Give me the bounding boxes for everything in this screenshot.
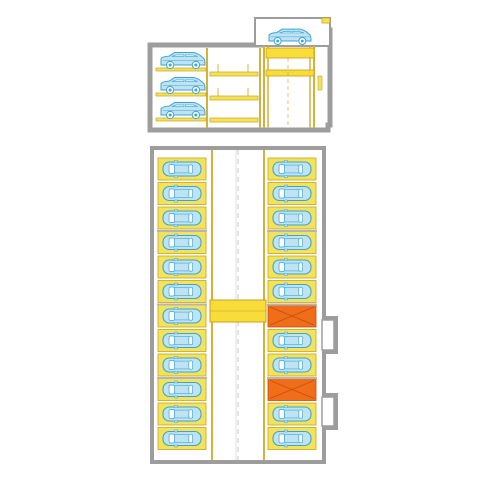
- car-side-view: [160, 101, 206, 120]
- car-top-view: [162, 356, 202, 374]
- parking-slot: [157, 427, 207, 450]
- rack-pallet: [155, 117, 207, 122]
- plan-wall: [150, 146, 338, 464]
- slot-divider: [157, 303, 207, 306]
- parking-slot: [157, 255, 207, 279]
- parking-slot: [267, 280, 317, 303]
- parking-slot: [267, 206, 317, 230]
- empty-shelf: [209, 117, 259, 123]
- car-top-view: [272, 209, 312, 227]
- parking-slot: [157, 182, 207, 205]
- left-slot-column: [157, 157, 207, 450]
- car-top-view: [272, 160, 312, 178]
- car-top-view: [272, 184, 312, 203]
- parking-slot: [157, 329, 207, 352]
- parking-slot: [267, 182, 317, 205]
- lift-door-marker: [317, 75, 323, 91]
- slot-divider: [267, 303, 317, 306]
- car-top-view: [162, 331, 202, 350]
- slot-divider: [157, 230, 207, 232]
- car-side-view: [268, 28, 312, 45]
- car-top-view: [272, 405, 312, 423]
- parking-slot: [157, 402, 207, 426]
- car-top-view: [272, 282, 312, 301]
- car-top-view: [162, 307, 202, 325]
- car-top-view: [162, 233, 202, 252]
- car-top-view: [162, 282, 202, 301]
- parking-slot: [267, 157, 317, 181]
- section-cars: [160, 51, 206, 120]
- empty-shelf: [209, 95, 259, 101]
- car-top-view: [162, 160, 202, 178]
- car-side-view: [160, 76, 206, 95]
- side-bay: [321, 319, 335, 351]
- parking-slot: [267, 402, 317, 426]
- parking-slot: [267, 427, 317, 450]
- parking-slot: [267, 353, 317, 377]
- blocked-slot: [267, 378, 317, 401]
- parking-slot: [157, 378, 207, 401]
- parking-slot: [267, 255, 317, 279]
- lift-top-car: [268, 28, 312, 45]
- parking-slot: [157, 304, 207, 328]
- car-top-view: [162, 184, 202, 203]
- car-top-view: [162, 209, 202, 227]
- section-shelves: [155, 64, 259, 123]
- car-top-view: [272, 233, 312, 252]
- slot-divider: [267, 377, 317, 379]
- car-top-view: [272, 356, 312, 374]
- lift-frame: [265, 47, 315, 59]
- car-side-view: [160, 51, 206, 70]
- car-top-view: [272, 429, 312, 448]
- car-top-view: [162, 380, 202, 399]
- lift-platform: [265, 69, 315, 77]
- parking-slot: [157, 280, 207, 303]
- section-view: [147, 17, 333, 133]
- parking-slot: [157, 206, 207, 230]
- side-bay: [321, 396, 335, 427]
- slot-divider: [157, 377, 207, 379]
- blocked-slot: [267, 304, 317, 328]
- empty-shelf: [209, 71, 259, 77]
- rack-pallet: [155, 92, 207, 97]
- lift-roof-cap: [321, 17, 331, 24]
- rack-pallet: [155, 67, 207, 72]
- car-top-view: [162, 405, 202, 423]
- slot-divider: [267, 230, 317, 232]
- parking-slot: [267, 329, 317, 352]
- car-top-view: [162, 429, 202, 448]
- parking-slot: [157, 353, 207, 377]
- car-top-view: [272, 258, 312, 276]
- right-slot-column: [267, 157, 317, 450]
- parking-slot: [267, 231, 317, 254]
- plan-view: [150, 146, 338, 464]
- parking-slot: [157, 231, 207, 254]
- car-top-view: [272, 331, 312, 350]
- car-top-view: [162, 258, 202, 276]
- parking-slot: [157, 157, 207, 181]
